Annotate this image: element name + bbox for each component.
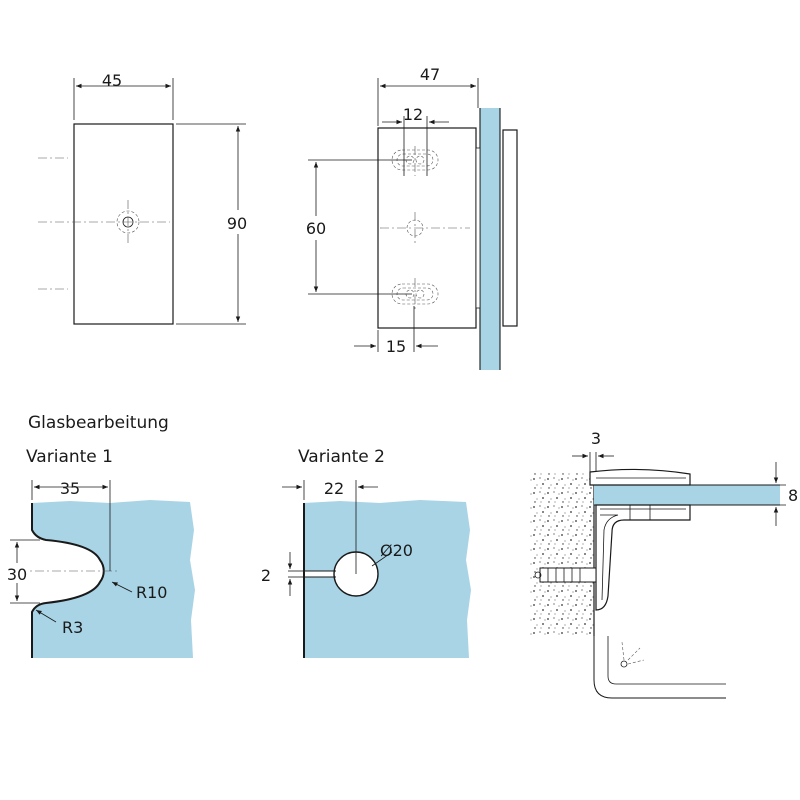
variant2-title: Variante 2 — [298, 447, 385, 467]
slot-offset-label: 15 — [386, 337, 406, 356]
glass-panel-side — [480, 108, 500, 370]
side-view: 47 12 60 15 — [300, 65, 518, 370]
section-gap-label: 3 — [591, 429, 601, 448]
front-height-label: 90 — [227, 214, 247, 233]
variant1-radius-small: R3 — [62, 618, 83, 637]
slot-width-label: 12 — [403, 105, 423, 124]
glass-panel-section — [594, 485, 780, 505]
variant2-drawing: 22 Ø20 2 — [261, 479, 471, 658]
front-view: 45 90 — [38, 71, 252, 325]
anchor-bolt-icon — [534, 567, 597, 583]
variant1-title: Variante 1 — [26, 447, 113, 467]
side-width-label: 47 — [420, 65, 440, 84]
variant2-glass — [304, 500, 471, 658]
variant1-width-label: 35 — [60, 479, 80, 498]
section-view: 3 8 — [530, 429, 798, 699]
front-width-label: 45 — [102, 71, 122, 90]
light-rays-icon — [620, 641, 645, 668]
variant1-radius-large: R10 — [136, 583, 167, 602]
glass-processing-heading: Glasbearbeitung — [28, 413, 169, 433]
wall-section — [530, 472, 594, 636]
variant1-height-label: 30 — [7, 565, 27, 584]
variant2-offset-label: 22 — [324, 479, 344, 498]
screw-hole-icon — [116, 210, 140, 234]
slot-spacing-label: 60 — [306, 219, 326, 238]
variant2-diameter-label: Ø20 — [380, 541, 413, 560]
clamp-back-plate — [502, 129, 518, 327]
variant1-glass — [32, 500, 195, 658]
variant1-drawing: 35 30 R10 R3 — [4, 479, 195, 658]
variant2-gap-label: 2 — [261, 566, 271, 585]
clamp-top-cap — [589, 468, 691, 486]
clamp-bottom-bracket — [595, 504, 691, 611]
glass-thickness-label: 8 — [788, 486, 798, 505]
